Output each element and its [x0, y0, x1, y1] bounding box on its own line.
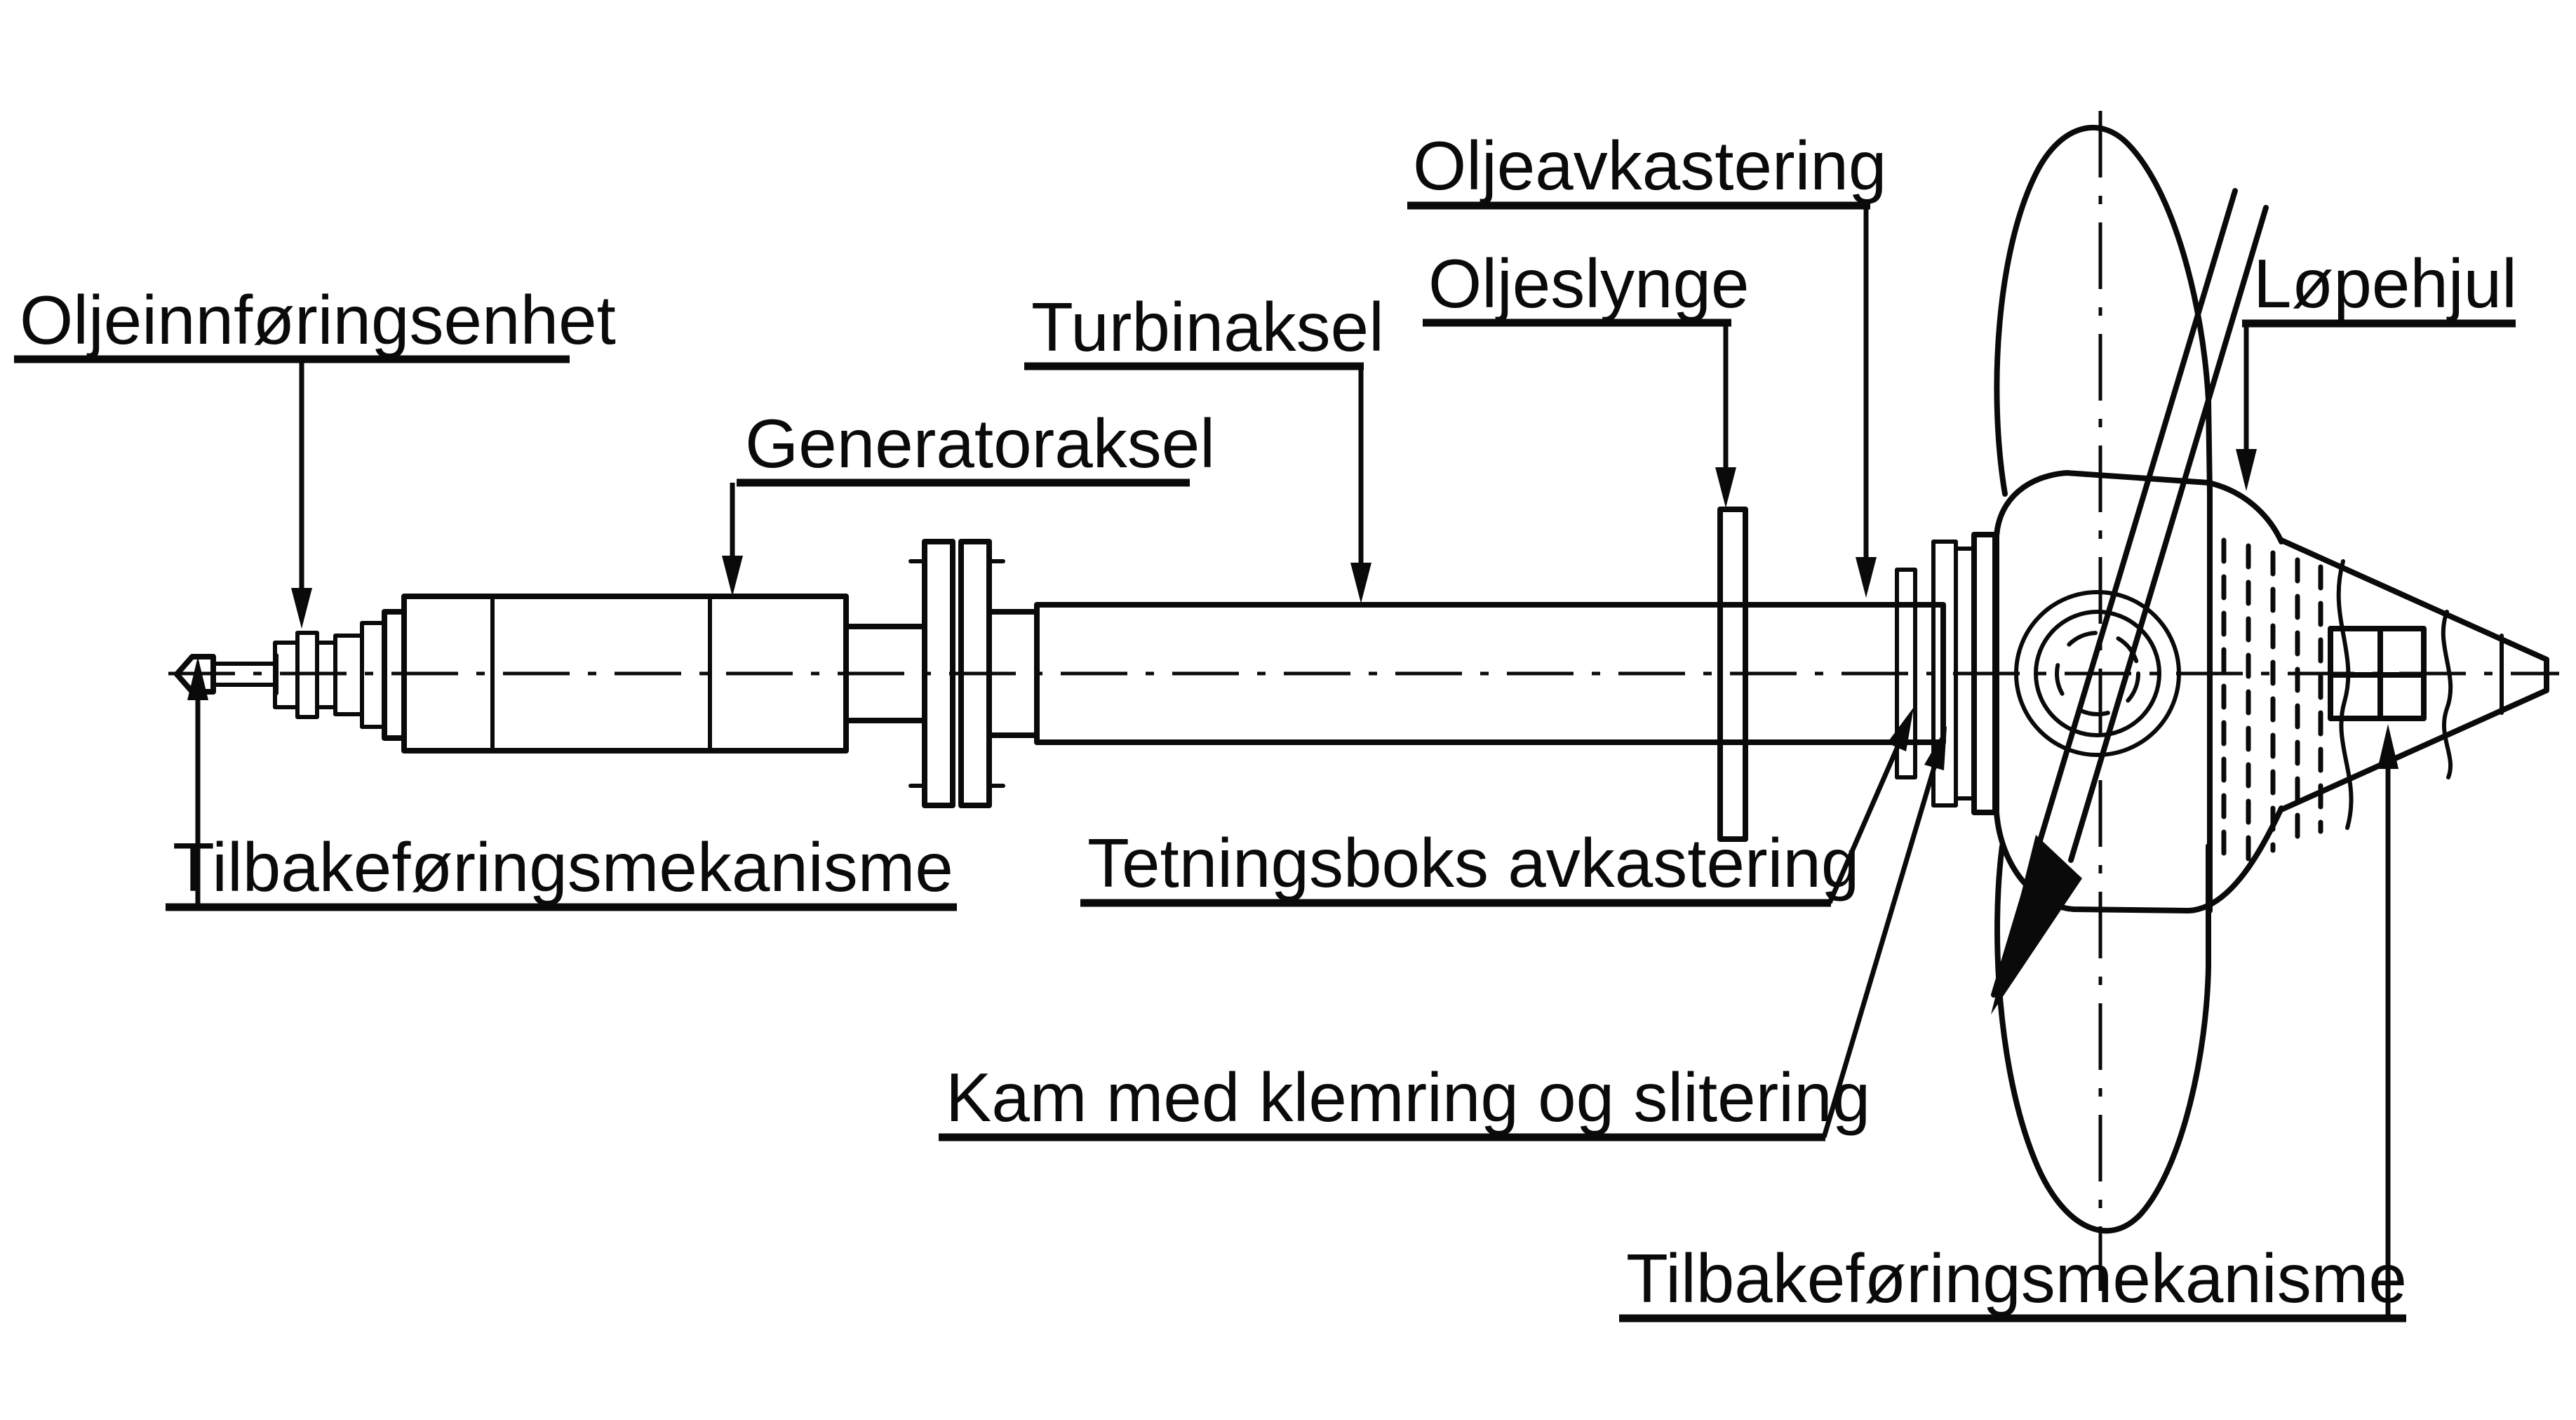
generatoraksel-arrowhead [722, 556, 743, 596]
label-tilbakeforingsmekanisme-left: Tilbakeføringsmekanisme [173, 829, 953, 906]
label-oljeinnforingsenhet: Oljeinnføringsenhet [20, 281, 616, 359]
oljeinnforingsenhet-arrowhead [291, 588, 312, 629]
tetningsboks-arrowhead [1887, 707, 1914, 751]
label-tilbakeforingsmekanisme-right: Tilbakeføringsmekanisme [1626, 1240, 2407, 1317]
oil-pipe-tip-drawing [174, 654, 216, 695]
turbinaksel-arrowhead [1350, 563, 1371, 603]
runner-blade-top-drawing [1994, 125, 2213, 497]
label-oljeavkastering: Oljeavkastering [1413, 127, 1886, 204]
label-oljeslynge: Oljeslynge [1428, 245, 1750, 322]
kam-leader [1821, 767, 1937, 1138]
oil-slinger-disc-drawing [1717, 507, 1748, 842]
return-mechanism-drawing [2328, 626, 2427, 721]
klemring-slitering-hidden-rings-drawing [2221, 537, 2323, 869]
turbine-shaft-drawing [986, 568, 1946, 779]
label-tetningsboks-avkastering: Tetningsboks avkastering [1087, 824, 1859, 902]
runner-blade-tip-wedge [1991, 835, 2082, 1014]
lopehjul-arrowhead [2236, 449, 2257, 491]
nose-cone-drawing [2279, 537, 2549, 830]
runner-hub-drawing [1994, 470, 2284, 913]
kam-arrowhead [1924, 726, 1947, 770]
generator-shaft-drawing [401, 594, 927, 753]
runner-blade-edge-view-drawing [1991, 188, 2269, 1014]
machine-drawing [168, 111, 2559, 1291]
label-kam-med-klemring-og-slitering: Kam med klemring og slitering [946, 1059, 1870, 1136]
labels: Oljeinnføringsenhet Generatoraksel Turbi… [20, 127, 2517, 1317]
tilbakeforingsmekanisme-right-arrowhead [2377, 724, 2399, 769]
tilbakeforingsmekanisme-left-arrowhead [187, 657, 208, 700]
tetningsboks-leader [1827, 744, 1901, 904]
label-lopehjul: Løpehjul [2253, 245, 2517, 322]
label-generatoraksel: Generatoraksel [745, 405, 1215, 482]
leader-lines [14, 201, 2516, 1322]
label-turbinaksel: Turbinaksel [1031, 288, 1384, 366]
oljeslynge-arrowhead [1715, 467, 1736, 508]
oljeavkastering-arrowhead [1856, 557, 1877, 598]
